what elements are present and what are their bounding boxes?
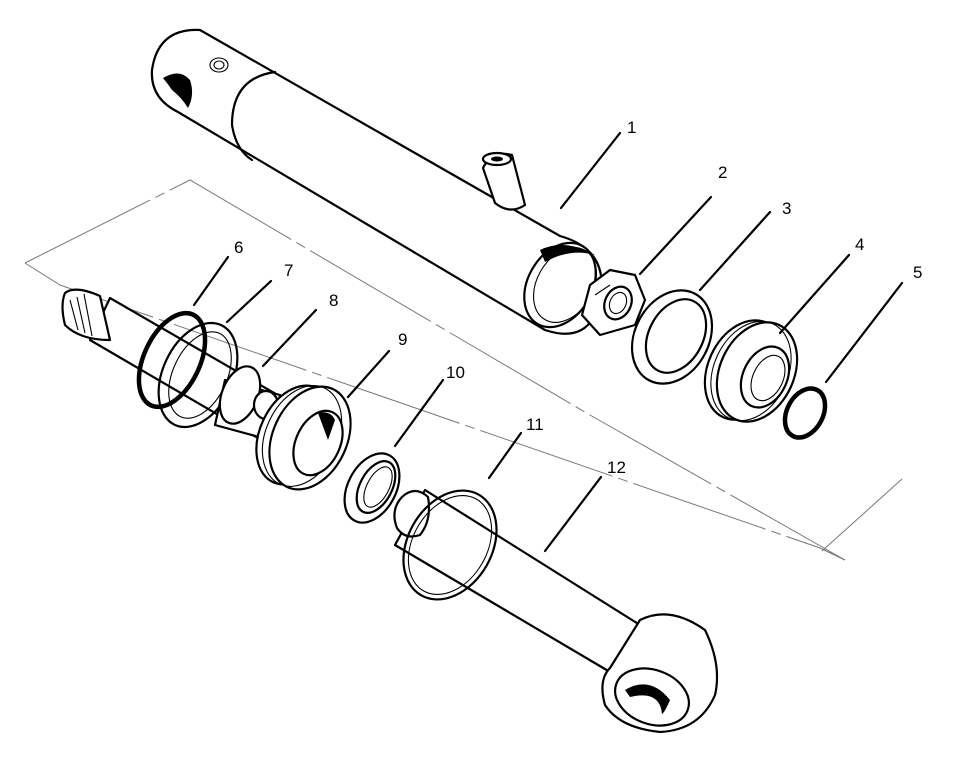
part-5-o-ring[interactable] (777, 382, 833, 445)
part-10-wiper-seal[interactable] (333, 444, 410, 532)
phantom-assembly-outline (24, 179, 903, 561)
callout-12: 12 (607, 458, 626, 477)
callout-2: 2 (718, 163, 727, 182)
callout-11: 11 (526, 415, 544, 434)
callout-1: 1 (627, 118, 636, 137)
callout-5: 5 (913, 263, 922, 282)
callout-9: 9 (398, 330, 407, 349)
callout-6: 6 (234, 238, 243, 257)
callout-4: 4 (855, 235, 864, 254)
callout-labels: 1 2 3 4 5 6 7 8 9 10 11 12 (234, 118, 922, 477)
part-1-cylinder-barrel[interactable] (150, 28, 610, 340)
part-4-piston[interactable] (689, 307, 812, 435)
part-12-piston-rod[interactable] (393, 488, 719, 735)
part-2-nut[interactable] (580, 268, 647, 337)
callout-8: 8 (329, 291, 338, 310)
part-3-seal-ring[interactable] (616, 276, 727, 397)
callout-10: 10 (446, 363, 465, 382)
callout-7: 7 (284, 261, 293, 280)
part-6-o-ring[interactable] (125, 303, 218, 417)
part-9-gland[interactable] (241, 373, 366, 503)
callout-3: 3 (782, 199, 791, 218)
leader-lines (192, 131, 904, 553)
part-11-retaining-ring[interactable] (385, 474, 516, 616)
